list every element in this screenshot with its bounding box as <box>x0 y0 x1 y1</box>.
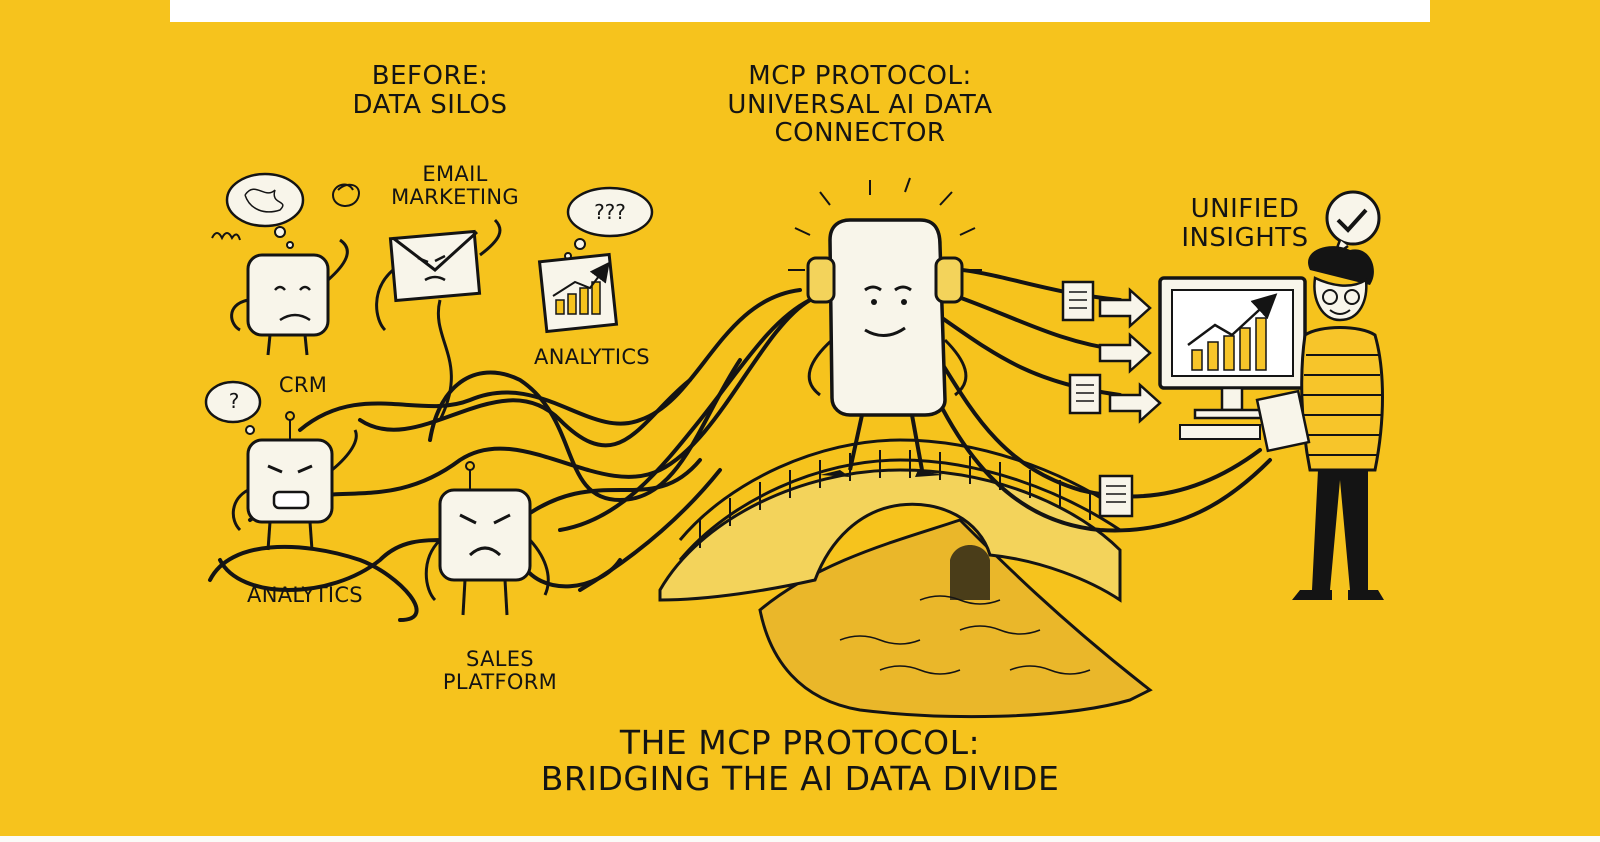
angry-robot-icon <box>204 380 358 551</box>
mcp-character <box>788 177 982 477</box>
monitor-icon <box>1158 276 1307 440</box>
label-sales-line2: PLATFORM <box>442 670 558 695</box>
arrow-icon <box>1098 287 1162 424</box>
heading-unified-line2: INSIGHTS <box>1181 222 1309 253</box>
heading-unified-line1: UNIFIED <box>1190 194 1300 224</box>
bottom-white-strip <box>0 836 1600 842</box>
thought-crm: ? <box>228 389 240 413</box>
label-email-marketing: EMAIL MARKETING <box>375 162 535 210</box>
label-email-line2: MARKETING <box>391 185 519 210</box>
label-email-line1: EMAIL <box>422 162 488 186</box>
footer-title-line1: THE MCP PROTOCOL: <box>619 723 981 762</box>
label-analytics-bottom: ANALYTICS <box>247 583 363 607</box>
label-analytics-top: ANALYTICS <box>534 345 650 369</box>
person-icon <box>1255 246 1384 600</box>
document-icon <box>1061 280 1134 518</box>
heading-mcp-line3: CONNECTOR <box>774 118 946 149</box>
heading-mcp: MCP PROTOCOL: UNIVERSAL AI DATA CONNECTO… <box>700 62 1020 148</box>
label-crm: CRM <box>278 373 328 397</box>
tangled-cables <box>208 288 812 622</box>
checkmark-icon <box>1325 190 1381 260</box>
heading-before-line1: BEFORE: <box>371 61 489 91</box>
heading-before: BEFORE: DATA SILOS <box>330 62 530 119</box>
heading-mcp-line2: UNIVERSAL AI DATA <box>727 89 993 120</box>
sales-robot-icon <box>424 461 550 616</box>
footer-title: THE MCP PROTOCOL: BRIDGING THE AI DATA D… <box>520 723 1080 799</box>
envelope-icon <box>375 218 502 421</box>
heading-mcp-line1: MCP PROTOCOL: <box>748 61 972 91</box>
bridge-icon <box>658 438 1122 603</box>
river <box>758 518 1153 719</box>
thought-analytics: ??? <box>594 200 626 224</box>
chart-icon <box>537 186 654 334</box>
confused-robot-icon <box>211 172 360 356</box>
heading-before-line2: DATA SILOS <box>352 89 508 120</box>
label-sales-line1: SALES <box>466 647 534 671</box>
footer-title-line2: BRIDGING THE AI DATA DIVIDE <box>540 759 1060 799</box>
heading-unified: UNIFIED INSIGHTS <box>1160 195 1330 252</box>
top-white-strip <box>170 0 1430 22</box>
label-sales-platform: SALES PLATFORM <box>430 647 570 695</box>
